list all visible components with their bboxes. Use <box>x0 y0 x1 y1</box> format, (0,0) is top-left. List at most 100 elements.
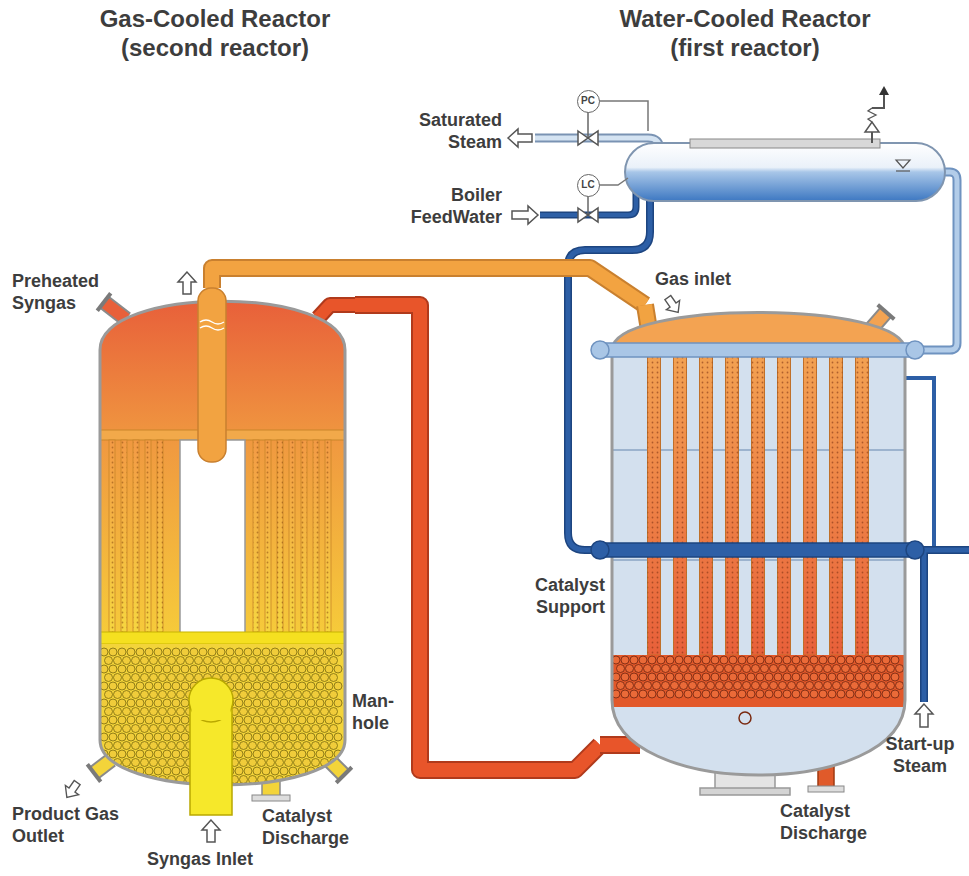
cooling-tube <box>301 440 307 632</box>
catalyst-pellet <box>752 665 760 673</box>
reactor-vessel: Gas-Cooled Reactor (second reactor) <box>55 288 355 818</box>
catalyst-pellet <box>639 656 647 664</box>
catalyst-pellet <box>249 742 257 750</box>
catalyst-pellet <box>240 674 248 682</box>
catalyst-dots <box>265 440 271 632</box>
catalyst-pellet <box>262 767 270 775</box>
catalyst-pellet <box>262 648 270 656</box>
catalyst-pellet <box>132 674 140 682</box>
catalyst-pellet <box>298 699 306 707</box>
catalyst-pellet <box>698 665 706 673</box>
catalyst-dots <box>277 440 283 632</box>
catalyst-pellet <box>635 682 643 690</box>
catalyst-pellet <box>105 725 113 733</box>
catalyst-pellet <box>316 682 324 690</box>
catalyst-pellet <box>738 656 746 664</box>
label-holder: Boiler FeedWater <box>392 184 502 228</box>
catalyst-pellet <box>141 674 149 682</box>
catalyst-pellet <box>653 682 661 690</box>
catalyst-pellet <box>168 674 176 682</box>
catalyst-pellet <box>114 708 122 716</box>
catalyst-pellet <box>303 742 311 750</box>
catalyst-pellet <box>186 657 194 665</box>
callout-label: Start-up Steam <box>875 733 965 777</box>
flow-arrow <box>60 778 84 802</box>
valve-stem <box>587 196 589 215</box>
catalyst-pellet <box>163 665 171 673</box>
catalyst-pellet <box>316 648 324 656</box>
catalyst-pellet <box>837 690 845 698</box>
catalyst-pellet <box>222 674 230 682</box>
catalyst-pellet <box>132 725 140 733</box>
catalyst-dots <box>700 347 713 655</box>
catalyst-pellet <box>114 742 122 750</box>
flow-arrow <box>202 820 220 842</box>
catalyst-pellet <box>262 682 270 690</box>
catalyst-pellet <box>271 648 279 656</box>
catalyst-pellet <box>267 725 275 733</box>
catalyst-pellet <box>334 784 342 792</box>
catalyst-pellet <box>756 690 764 698</box>
label-holder: Man-hole <box>352 690 404 734</box>
catalyst-pellet <box>132 657 140 665</box>
catalyst-pellet <box>150 742 158 750</box>
catalyst-pellet <box>280 648 288 656</box>
catalyst-pellet <box>105 742 113 750</box>
catalyst-pellet <box>181 767 189 775</box>
catalyst-pellet <box>145 665 153 673</box>
catalyst-pellet <box>325 750 333 758</box>
nozzle-flange <box>97 293 110 310</box>
catalyst-dots <box>301 440 307 632</box>
catalyst-dots <box>313 440 319 632</box>
catalyst-pellet <box>298 733 306 741</box>
catalyst-pellet <box>617 665 625 673</box>
catalyst-pellet <box>280 767 288 775</box>
catalyst-pellet <box>321 776 329 784</box>
catalyst-pellet <box>783 656 791 664</box>
pipe-outline <box>212 268 645 305</box>
catalyst-pellet <box>289 699 297 707</box>
catalyst-pellet <box>770 665 778 673</box>
catalyst-pellet <box>222 657 230 665</box>
catalyst-pellet <box>136 750 144 758</box>
catalyst-pellet <box>289 733 297 741</box>
catalyst-pellet <box>765 673 773 681</box>
catalyst-pellet <box>307 750 315 758</box>
catalyst-pellet <box>644 682 652 690</box>
catalyst-pellet <box>896 665 904 673</box>
catalyst-pellet <box>145 682 153 690</box>
catalyst-pellet <box>846 656 854 664</box>
catalyst-pellet <box>303 725 311 733</box>
catalyst-pellet <box>276 674 284 682</box>
catalyst-pellet <box>217 648 225 656</box>
flow-arrow <box>661 293 685 317</box>
catalyst-pellet <box>873 656 881 664</box>
catalyst-pellet <box>186 674 194 682</box>
catalyst-pellet <box>294 708 302 716</box>
pipe-connector <box>212 268 645 305</box>
callout-label: Syngas Inlet <box>135 848 265 870</box>
catalyst-pellet <box>810 673 818 681</box>
catalyst-pellet <box>316 733 324 741</box>
catalyst-pellet <box>249 674 257 682</box>
catalyst-pellet <box>127 665 135 673</box>
catalyst-pellet <box>303 759 311 767</box>
signal-line <box>599 101 648 131</box>
catalyst-pellet <box>100 784 108 792</box>
catalyst-pellet <box>833 665 841 673</box>
catalyst-pellet <box>235 699 243 707</box>
catalyst-pellet <box>828 673 836 681</box>
relief-line <box>872 95 884 108</box>
catalyst-pellet <box>824 665 832 673</box>
catalyst-pellet <box>334 733 342 741</box>
catalyst-pellet <box>181 699 189 707</box>
catalyst-pellet <box>172 784 180 792</box>
catalyst-pellet <box>289 767 297 775</box>
catalyst-pellet <box>190 665 198 673</box>
catalyst-pellet <box>253 648 261 656</box>
catalyst-dots <box>253 440 259 632</box>
reactor-tube <box>726 347 739 655</box>
callout-label: Catalyst Discharge <box>780 800 885 844</box>
catalyst-pellet <box>720 673 728 681</box>
instrument-tag: LC <box>581 179 594 191</box>
